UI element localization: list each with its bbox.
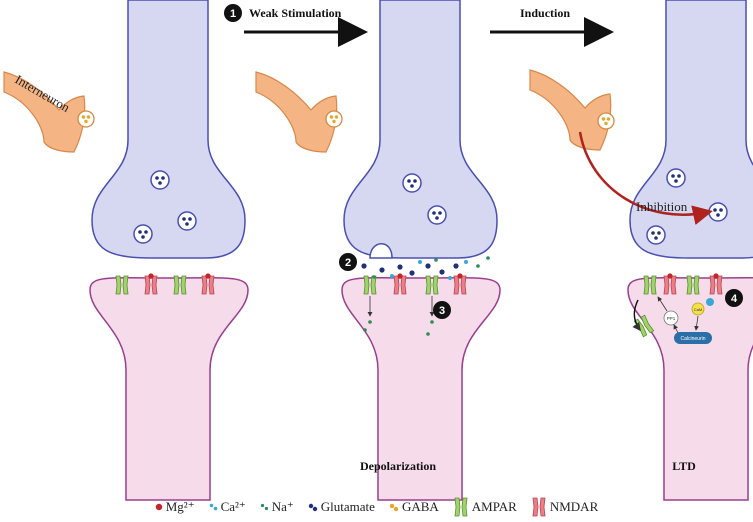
legend-label: Mg²⁺ [165, 499, 195, 514]
gaba-vesicle [325, 110, 343, 128]
nmdar-icon [532, 497, 546, 517]
step-4-badge [725, 289, 743, 307]
gaba-icon [389, 503, 399, 511]
presynaptic-terminal [91, 0, 246, 259]
legend-item-glutamate: Glutamate [308, 499, 375, 515]
step-3-number: 3 [439, 305, 445, 317]
gaba-vesicle [597, 112, 615, 130]
calcineurin-arrow [673, 324, 679, 334]
weak-stimulation-label: Weak Stimulation [249, 6, 342, 20]
legend-item-mg: Mg²⁺ [155, 499, 195, 515]
vesicle [150, 170, 170, 190]
vesicle-fusion [369, 243, 393, 259]
presynaptic-terminal [629, 0, 753, 259]
calcium-ion [706, 298, 714, 306]
legend-item-na: Na⁺ [260, 499, 294, 515]
vesicle [177, 211, 197, 231]
legend: Mg²⁺ Ca²⁺ Na⁺ Glutamate GABA AMPAR NMDAR [0, 496, 753, 518]
panel-1: Interneuron [3, 0, 249, 501]
mg-icon [155, 503, 162, 511]
panel-3: Inhibition PP1 CaM Calcineurin 4 LTD [529, 0, 753, 501]
step-2-number: 2 [345, 257, 351, 269]
legend-label: GABA [401, 499, 439, 514]
ampar-icon [454, 497, 468, 517]
gaba-vesicle [77, 110, 95, 128]
inhibition-arrow [578, 131, 713, 225]
step-1-badge [224, 4, 242, 22]
step-2-badge [339, 253, 357, 271]
legend-label: Na⁺ [271, 499, 294, 514]
induction-label: Induction [520, 6, 570, 20]
vesicle [646, 225, 666, 245]
postsynaptic-spine [89, 277, 249, 501]
depolarization-label: Depolarization [360, 459, 436, 473]
vesicle [402, 173, 422, 193]
pp1-arrow [657, 296, 668, 312]
legend-label: AMPAR [471, 499, 517, 514]
na-icon [260, 503, 268, 511]
ca-icon [209, 503, 217, 511]
legend-item-nmdar: NMDAR [531, 497, 598, 517]
vesicle [666, 168, 686, 188]
calm-label: CaM [694, 307, 702, 312]
pp1-label: PP1 [667, 316, 676, 321]
step-1-number: 1 [230, 8, 236, 20]
legend-label: NMDAR [549, 499, 599, 514]
step-1-arrow: 1 Weak Stimulation [224, 4, 368, 47]
vesicle [427, 205, 447, 225]
legend-item-ampar: AMPAR [453, 497, 517, 517]
step-4-number: 4 [731, 293, 738, 305]
calcineurin-label: Calcineurin [680, 336, 705, 342]
inhibition-label: Inhibition [636, 199, 688, 214]
endocytosis-arrow [632, 299, 641, 332]
legend-item-ca: Ca²⁺ [209, 499, 246, 515]
legend-label: Ca²⁺ [220, 499, 246, 514]
panel-2: 2 3 Depolarization [255, 0, 501, 501]
vesicle [133, 224, 153, 244]
interneuron-shape [255, 71, 338, 153]
released-glutamate [348, 256, 490, 280]
presynaptic-terminal [343, 0, 498, 259]
interneuron-shape [529, 69, 612, 151]
glutamate-icon [308, 503, 317, 511]
calm-arrow [694, 315, 699, 331]
induction-arrow-group: Induction [490, 6, 614, 47]
legend-label: Glutamate [320, 499, 375, 514]
vesicle [708, 202, 728, 222]
step-3-badge [433, 301, 451, 319]
ion-influx [363, 296, 435, 336]
calcineurin-node: Calcineurin [674, 332, 712, 344]
ltd-label: LTD [672, 459, 696, 473]
pp1-node: PP1 [663, 310, 679, 326]
legend-item-gaba: GABA [389, 499, 439, 515]
calm-node: CaM [691, 298, 714, 316]
